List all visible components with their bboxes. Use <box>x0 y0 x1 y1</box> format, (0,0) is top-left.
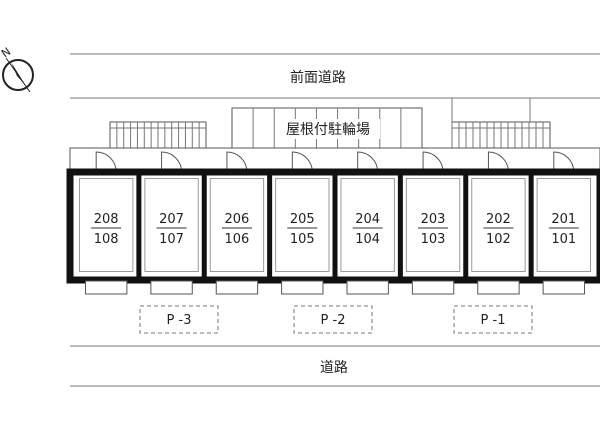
unit-upper-number: 208 <box>94 212 119 227</box>
compass: N <box>0 45 34 93</box>
parking-spot-label: P -3 <box>167 313 192 328</box>
unit-lower-number: 104 <box>355 232 380 247</box>
stair-left <box>109 121 207 149</box>
corridor <box>69 147 600 173</box>
balcony <box>346 280 389 295</box>
unit-divider-wall <box>528 175 534 277</box>
unit-upper-number: 205 <box>290 212 315 227</box>
unit-room <box>275 178 330 272</box>
unit-lower-number: 105 <box>290 232 315 247</box>
unit-divider-wall <box>267 175 273 277</box>
unit-upper-number: 203 <box>421 212 446 227</box>
unit-lower-number: 103 <box>421 232 446 247</box>
unit-lower-number: 102 <box>486 232 511 247</box>
corridor-outline <box>69 147 600 173</box>
balconies <box>85 280 585 295</box>
parking-spot-label: P -2 <box>321 313 346 328</box>
unit-upper-number: 206 <box>225 212 250 227</box>
unit-room <box>405 178 461 272</box>
balcony <box>411 280 455 295</box>
stair-right-frame <box>451 98 531 148</box>
balcony <box>150 280 193 295</box>
parking-spots: P -3 P -2 P -1 <box>139 305 533 334</box>
stair-right <box>451 121 551 149</box>
unit-room <box>209 178 265 272</box>
unit-upper-number: 202 <box>486 212 511 227</box>
parking-spot: P -2 <box>293 305 373 334</box>
parking-spot: P -1 <box>453 305 533 334</box>
unit-upper-number: 204 <box>355 212 380 227</box>
building: 2081082071072061062051052041042031032021… <box>66 168 600 284</box>
front-road: 前面道路 <box>70 53 600 99</box>
parking-spot-label: P -1 <box>481 313 506 328</box>
north-axis-line <box>5 57 31 93</box>
unit-lower-number: 101 <box>551 232 576 247</box>
parking-spot-outline <box>139 305 219 334</box>
unit-room <box>536 178 591 272</box>
bottom-road: 道路 <box>70 345 600 387</box>
unit-room <box>471 178 526 272</box>
bike-parking-label-bg <box>276 119 380 139</box>
unit-room <box>79 178 134 272</box>
bike-parking-label: 屋根付駐輪場 <box>286 121 370 138</box>
unit-upper-number: 207 <box>159 212 184 227</box>
unit-room <box>340 178 395 272</box>
unit-room <box>144 178 199 272</box>
balcony <box>281 280 324 295</box>
unit-divider-wall <box>463 175 469 277</box>
parking-spot: P -3 <box>139 305 219 334</box>
unit-lower-number: 108 <box>94 232 119 247</box>
compass-circle <box>2 59 34 91</box>
parking-spot-outline <box>453 305 533 334</box>
unit-divider-wall <box>136 175 142 277</box>
front-road-label: 前面道路 <box>290 69 346 86</box>
balcony <box>215 280 259 295</box>
parking-spot-outline <box>293 305 373 334</box>
unit-divider-wall <box>201 175 207 277</box>
unit-lower-number: 106 <box>225 232 250 247</box>
north-label: N <box>0 45 13 60</box>
unit-divider-wall <box>332 175 338 277</box>
covered-bike-parking: 屋根付駐輪場 <box>231 107 423 149</box>
bottom-road-label: 道路 <box>320 360 348 376</box>
unit-upper-number: 201 <box>551 212 576 227</box>
unit-divider-wall <box>397 175 403 277</box>
unit-lower-number: 107 <box>159 232 184 247</box>
north-arrow-icon <box>11 62 26 86</box>
balcony <box>542 280 585 295</box>
balcony <box>85 280 128 295</box>
balcony <box>477 280 520 295</box>
